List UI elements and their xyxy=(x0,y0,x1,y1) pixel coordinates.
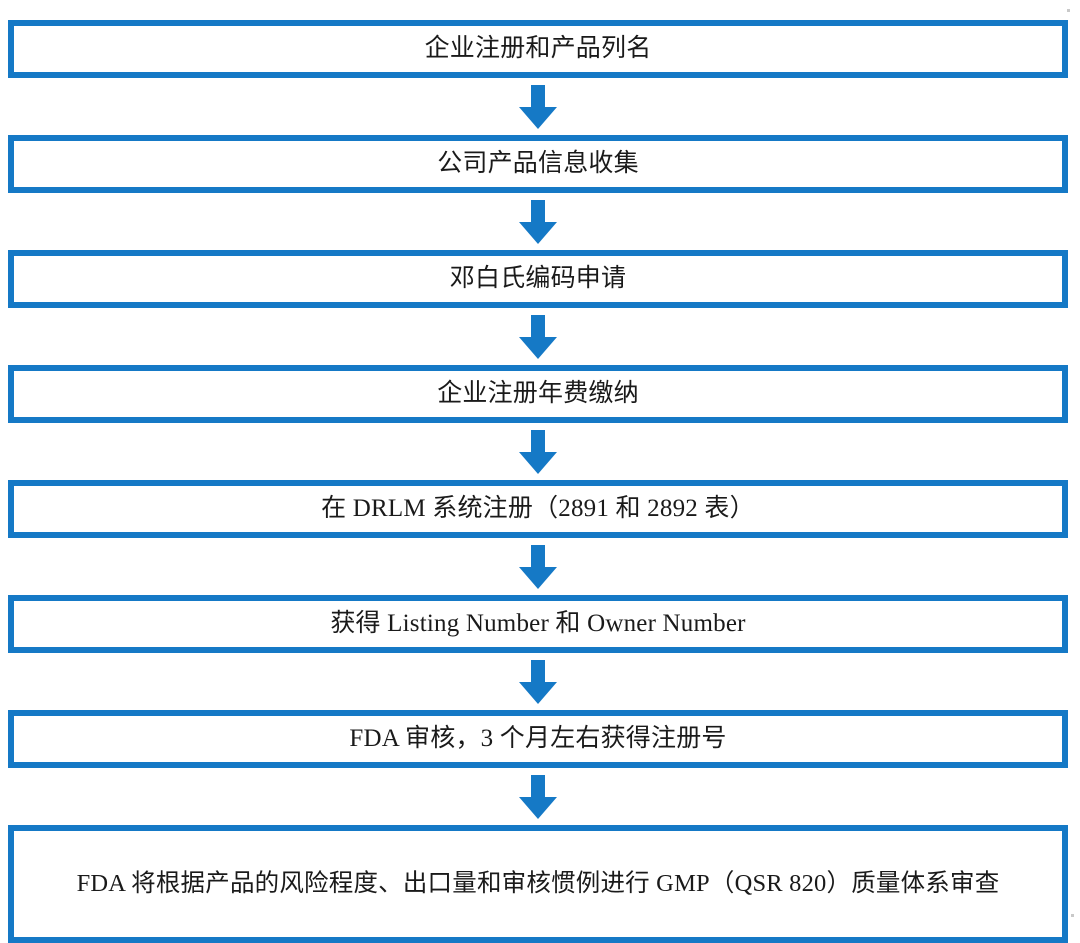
flow-node-label: 企业注册年费缴纳 xyxy=(437,379,639,407)
flow-node-label: FDA 将根据产品的风险程度、出口量和审核惯例进行 GMP（QSR 820）质量… xyxy=(76,869,1000,897)
arrow-down-icon xyxy=(519,314,557,359)
flow-connector-5 xyxy=(8,538,1068,595)
flow-connector-7 xyxy=(8,768,1068,825)
flow-node-step-5[interactable]: 在 DRLM 系统注册（2891 和 2892 表） xyxy=(8,480,1068,538)
arrow-down-icon xyxy=(519,659,557,704)
flow-node-step-8[interactable]: FDA 将根据产品的风险程度、出口量和审核惯例进行 GMP（QSR 820）质量… xyxy=(8,825,1068,943)
flow-node-label: FDA 审核，3 个月左右获得注册号 xyxy=(349,724,727,752)
flow-connector-6 xyxy=(8,653,1068,710)
flow-connector-2 xyxy=(8,193,1068,250)
flow-connector-4 xyxy=(8,423,1068,480)
flow-node-step-7[interactable]: FDA 审核，3 个月左右获得注册号 xyxy=(8,710,1068,768)
flow-node-step-4[interactable]: 企业注册年费缴纳 xyxy=(8,365,1068,423)
flow-connector-3 xyxy=(8,308,1068,365)
flow-connector-1 xyxy=(8,78,1068,135)
page-corner-mark-bottom-right xyxy=(1071,914,1074,917)
flow-node-label: 在 DRLM 系统注册（2891 和 2892 表） xyxy=(321,494,755,522)
flow-node-step-3[interactable]: 邓白氏编码申请 xyxy=(8,250,1068,308)
flow-node-label: 企业注册和产品列名 xyxy=(424,34,652,62)
arrow-down-icon xyxy=(519,774,557,819)
flow-node-label: 获得 Listing Number 和 Owner Number xyxy=(330,609,746,637)
arrow-down-icon xyxy=(519,199,557,244)
page-corner-mark-top-right xyxy=(1067,9,1070,12)
flow-node-step-6[interactable]: 获得 Listing Number 和 Owner Number xyxy=(8,595,1068,653)
flow-node-label: 公司产品信息收集 xyxy=(437,149,639,177)
flow-node-step-1[interactable]: 企业注册和产品列名 xyxy=(8,20,1068,78)
arrow-down-icon xyxy=(519,544,557,589)
flow-node-label: 邓白氏编码申请 xyxy=(449,264,627,292)
flow-node-step-2[interactable]: 公司产品信息收集 xyxy=(8,135,1068,193)
arrow-down-icon xyxy=(519,429,557,474)
arrow-down-icon xyxy=(519,84,557,129)
